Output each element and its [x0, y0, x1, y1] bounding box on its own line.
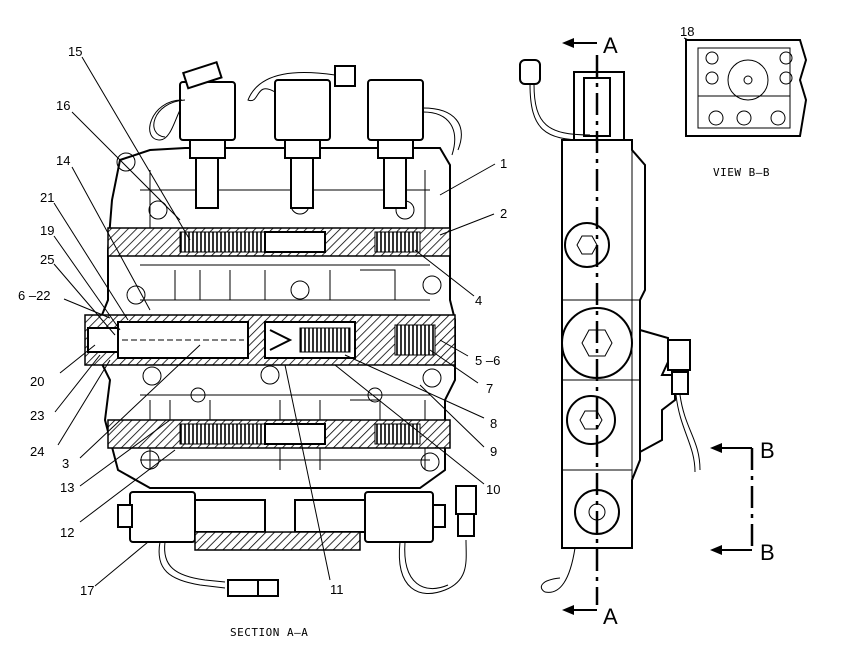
callout-19: 19: [40, 223, 54, 238]
solenoid-top-2: [274, 79, 331, 209]
callout-11: 11: [330, 582, 344, 597]
callout-13: 13: [60, 480, 74, 495]
callout-9: 9: [490, 444, 497, 459]
solenoid-bottom-2: [294, 491, 446, 543]
view-b-b-drawing: [685, 39, 808, 137]
leader-lines: [53, 37, 751, 587]
callout-14: 14: [56, 153, 70, 168]
callout-1: 1: [500, 156, 507, 171]
callout-24: 24: [30, 444, 44, 459]
callout-4: 4: [475, 293, 482, 308]
callout-18: 18: [680, 24, 694, 39]
section-mark-b-top: B: [760, 438, 775, 463]
callout-6-22: 6 –22: [18, 288, 51, 303]
callout-12: 12: [60, 525, 74, 540]
callout-labels: 15 16 14 21 19 25 6 –22 20 23 24 3 13 12…: [18, 24, 694, 598]
section-mark-b-bottom: B: [760, 540, 775, 565]
solenoid-top-3: [367, 79, 424, 209]
callout-21: 21: [40, 190, 54, 205]
section-a-a-caption: SECTION A–A: [230, 626, 308, 639]
callout-23: 23: [30, 408, 44, 423]
callout-10: 10: [486, 482, 500, 497]
callout-25: 25: [40, 252, 54, 267]
view-b-b-caption: VIEW B–B: [713, 166, 770, 179]
section-mark-a-bottom: A: [603, 604, 618, 629]
callout-15: 15: [68, 44, 82, 59]
callout-5-6: 5 –6: [475, 353, 500, 368]
callout-2: 2: [500, 206, 507, 221]
callout-17: 17: [80, 583, 94, 598]
callout-16: 16: [56, 98, 70, 113]
section-mark-a-top: A: [603, 33, 618, 58]
solenoid-top-1: [179, 60, 236, 209]
callout-8: 8: [490, 416, 497, 431]
callout-3: 3: [62, 456, 69, 471]
side-view-drawing: [519, 38, 754, 615]
callout-20: 20: [30, 374, 44, 389]
callout-7: 7: [486, 381, 493, 396]
section-a-a-drawing: [84, 60, 477, 597]
solenoid-bottom-1: [117, 491, 266, 543]
